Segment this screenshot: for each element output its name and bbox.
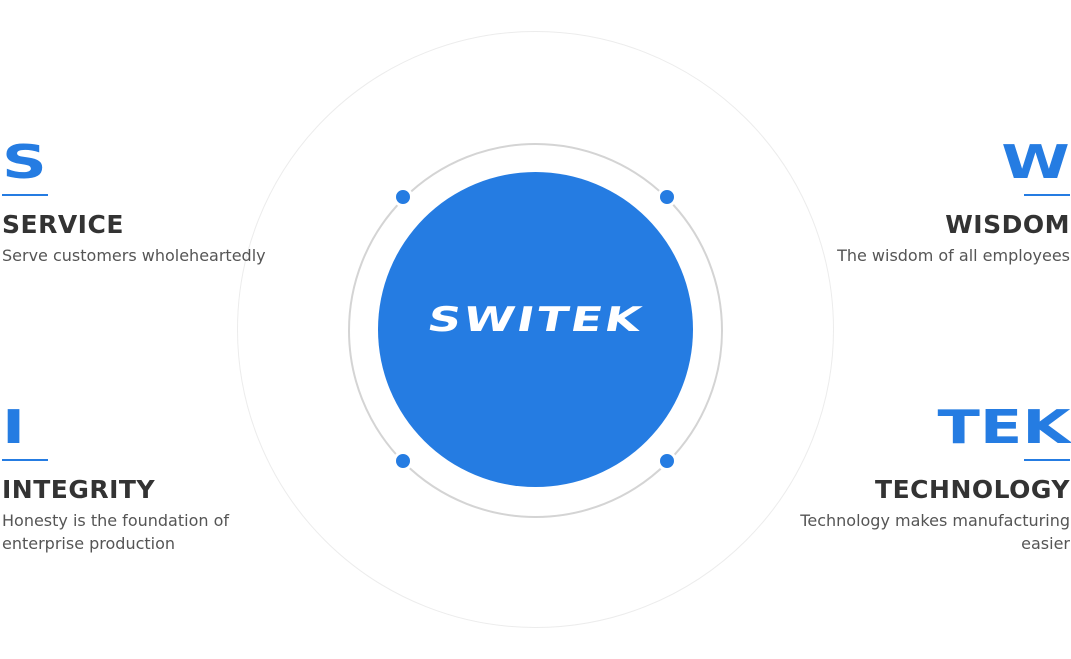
center-circle	[378, 172, 693, 487]
value-wisdom: W WISDOM The wisdom of all employees	[837, 135, 1070, 267]
wisdom-title: WISDOM	[945, 210, 1070, 239]
ring-dot-top-left	[393, 187, 413, 207]
service-letter: S	[2, 135, 47, 189]
brand-logo-text: SWITEK	[424, 300, 647, 340]
technology-divider	[1024, 459, 1070, 461]
service-divider	[2, 194, 48, 196]
integrity-title: INTEGRITY	[2, 475, 156, 504]
wisdom-divider	[1024, 194, 1070, 196]
middle-ring	[348, 143, 723, 518]
service-description: Serve customers wholeheartedly	[2, 246, 266, 265]
technology-description: Technology makes manufacturing easier	[800, 511, 1070, 553]
ring-dot-top-right	[657, 187, 677, 207]
ring-dot-bottom-left	[393, 451, 413, 471]
wisdom-letter: W	[1001, 135, 1070, 189]
integrity-divider	[2, 459, 48, 461]
ring-dot-bottom-right	[657, 451, 677, 471]
outer-ring	[237, 31, 834, 628]
value-technology: TEK TECHNOLOGY Technology makes manufact…	[770, 400, 1070, 555]
value-integrity: I INTEGRITY Honesty is the foundation of…	[2, 400, 262, 555]
technology-letter: TEK	[937, 400, 1070, 454]
technology-title: TECHNOLOGY	[875, 475, 1070, 504]
integrity-description: Honesty is the foundation of enterprise …	[2, 511, 229, 553]
service-title: SERVICE	[2, 210, 124, 239]
wisdom-description: The wisdom of all employees	[837, 246, 1070, 265]
value-service: S SERVICE Serve customers wholeheartedly	[2, 135, 266, 267]
integrity-letter: I	[2, 400, 26, 454]
